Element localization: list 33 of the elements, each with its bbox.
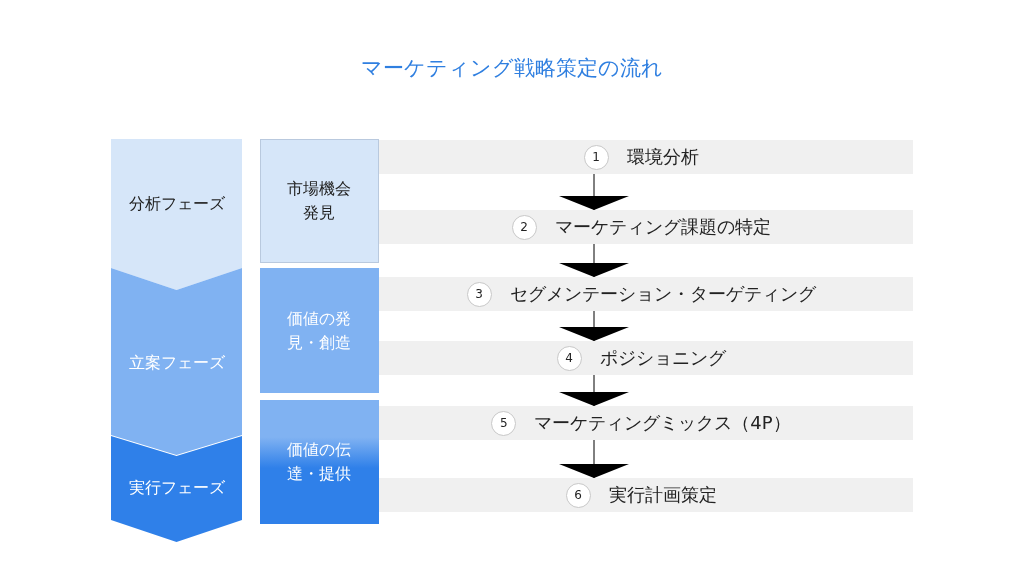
step-label: マーケティング課題の特定 xyxy=(554,215,771,239)
group-box xyxy=(260,268,379,393)
arrow xyxy=(559,439,629,479)
step-label: マーケティングミックス（4P） xyxy=(534,411,791,435)
arrow xyxy=(559,374,629,407)
step-bar xyxy=(379,406,913,440)
step-number: 5 xyxy=(491,410,517,436)
step-bar xyxy=(379,341,913,375)
group-label: 価値の伝達・提供 xyxy=(286,439,353,485)
step-bar xyxy=(379,140,913,174)
phase-label: 実行フェーズ xyxy=(128,477,225,499)
step-bar xyxy=(379,478,913,512)
step-label: 実行計画策定 xyxy=(608,483,717,507)
group-label: 価値の発見・創造 xyxy=(286,307,353,354)
group-box xyxy=(260,400,379,524)
step-number: 2 xyxy=(511,214,537,240)
step-bar xyxy=(379,277,913,311)
arrow xyxy=(559,310,629,342)
diagram-title: マーケティング戦略策定の流れ xyxy=(360,55,664,82)
arrow xyxy=(559,173,629,211)
step-number: 6 xyxy=(565,482,591,508)
step-number: 3 xyxy=(466,281,492,307)
phase-label: 分析フェーズ xyxy=(128,192,225,215)
step-number: 1 xyxy=(583,144,609,170)
step-label: セグメンテーション・ターゲティング xyxy=(509,282,816,306)
group-box xyxy=(260,139,379,263)
arrow xyxy=(559,243,629,278)
step-label: 環境分析 xyxy=(626,145,699,169)
step-label: ポジショニング xyxy=(599,346,726,370)
phase-label: 立案フェーズ xyxy=(128,351,225,374)
group-label: 市場機会発見 xyxy=(286,178,353,224)
step-bar xyxy=(379,210,913,244)
step-number: 4 xyxy=(556,345,582,371)
